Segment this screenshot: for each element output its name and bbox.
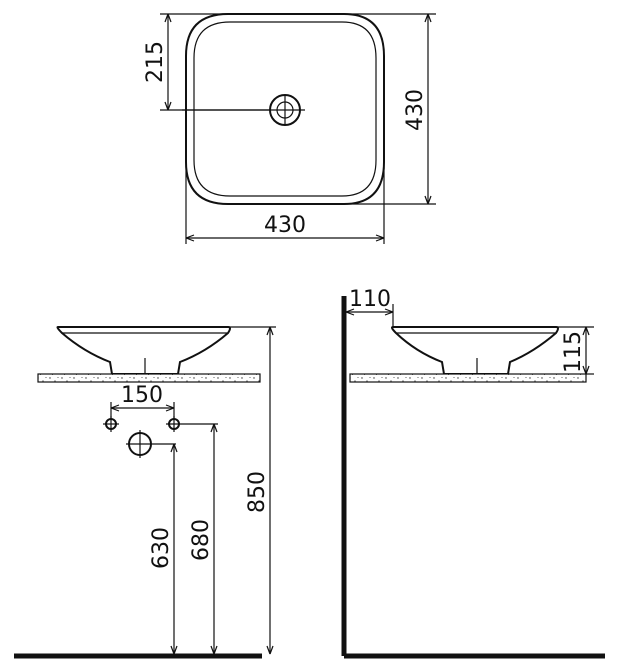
dim-215-label: 215 [143,41,168,83]
dim-850-label: 850 [245,471,270,513]
top-view: 215 430 430 [143,13,436,244]
basin-outline-inner [193,21,377,197]
dim-430-depth-label: 430 [403,89,428,131]
dim-115-label: 115 [561,331,586,373]
basin-profile-side [391,326,559,375]
dim-110-label: 110 [349,287,391,312]
countertop-side [349,373,587,383]
front-view: 150 630 680 850 [14,326,276,659]
side-view: 110 115 [341,287,605,659]
basin-profile [56,326,231,375]
dim-630-label: 630 [149,527,174,569]
dim-430-width-label: 430 [264,213,306,238]
countertop-front [37,373,261,383]
dim-680-label: 680 [189,519,214,561]
dim-150-label: 150 [121,383,163,408]
